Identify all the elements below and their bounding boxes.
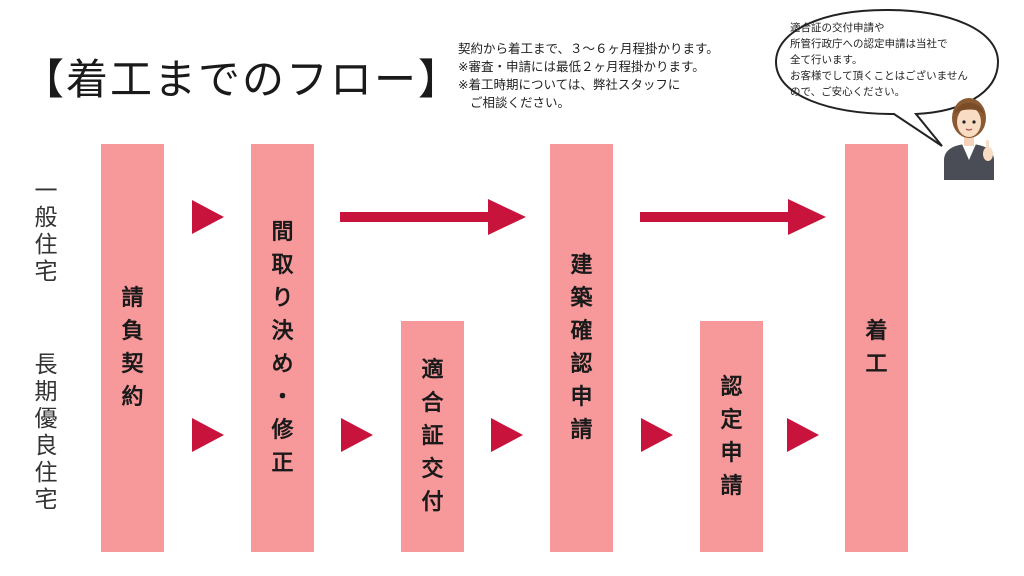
step-label: 認定申請 bbox=[720, 374, 743, 499]
arrow-right-icon bbox=[341, 418, 373, 452]
note-line: ご相談ください。 bbox=[470, 95, 571, 110]
arrow-right-icon bbox=[491, 418, 523, 452]
note-line: ※審査・申請には最低２ヶ月程掛かります。 bbox=[458, 59, 705, 74]
row-label-long-term-house: 長期優良住宅 bbox=[34, 352, 58, 513]
arrow-right-icon bbox=[641, 418, 673, 452]
step-label: 建築確認申請 bbox=[570, 253, 593, 443]
step-label: 請負契約 bbox=[121, 286, 144, 410]
arrow-right-icon bbox=[192, 200, 224, 234]
step-start: 着工 bbox=[845, 144, 908, 552]
step-label: 適合証交付 bbox=[421, 358, 444, 515]
bubble-line: お客様でして頂くことはございません bbox=[790, 70, 968, 82]
schedule-notes: 契約から着工まで、３〜６ヶ月程掛かります。 ※審査・申請には最低２ヶ月程掛かりま… bbox=[458, 40, 719, 112]
page-title: 【着工までのフロー】 bbox=[22, 55, 463, 104]
arrow-right-icon bbox=[192, 418, 224, 452]
step-certificate: 適合証交付 bbox=[401, 321, 464, 552]
long-arrow-right-icon bbox=[340, 199, 526, 235]
bubble-line: 適合証の交付申請や bbox=[790, 22, 885, 34]
step-contract: 請負契約 bbox=[101, 144, 164, 552]
long-arrow-right-icon bbox=[640, 199, 826, 235]
note-line: 契約から着工まで、３〜６ヶ月程掛かります。 bbox=[458, 41, 719, 56]
step-label: 着工 bbox=[865, 319, 888, 377]
bubble-line: ので、ご安心ください。 bbox=[790, 86, 906, 98]
row-label-general-house: 一般住宅 bbox=[34, 178, 58, 285]
step-label: 間取り決め・修正 bbox=[271, 220, 294, 476]
speech-bubble: 適合証の交付申請や 所管行政庁への認定申請は当社で 全て行います。 お客様でして… bbox=[770, 6, 1002, 147]
bubble-line: 所管行政庁への認定申請は当社で bbox=[790, 38, 948, 50]
staff-illustration bbox=[938, 88, 1000, 180]
step-certification: 認定申請 bbox=[700, 321, 763, 552]
arrow-right-icon bbox=[787, 418, 819, 452]
step-layout: 間取り決め・修正 bbox=[251, 144, 314, 552]
note-line: ※着工時期については、弊社スタッフに bbox=[458, 77, 681, 92]
step-building-confirm: 建築確認申請 bbox=[550, 144, 613, 552]
bubble-line: 全て行います。 bbox=[790, 54, 863, 66]
